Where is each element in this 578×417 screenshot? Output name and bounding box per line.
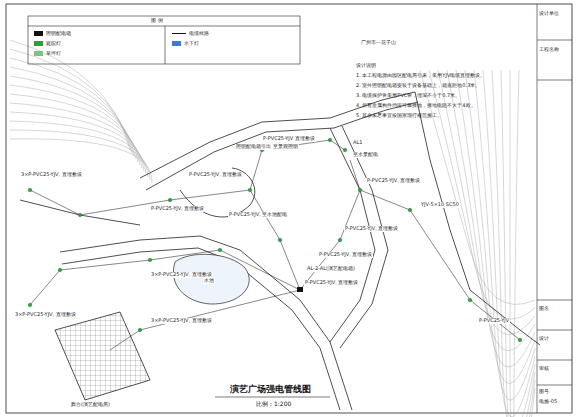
legend-text: 照明配电箱	[46, 30, 71, 36]
note-text: 3. 电缆保护管采用PVC管，埋深不小于0.7米。	[356, 92, 460, 98]
note-text: 电施-05	[539, 398, 557, 404]
plan-label: P-PVC25-YJV	[478, 318, 510, 324]
legend-item: 草坪灯	[34, 50, 61, 56]
distribution-box	[297, 287, 303, 292]
legend-item: 照明配电箱	[34, 30, 71, 36]
legend-line-sample	[172, 33, 186, 34]
note-text: 5. 其余未尽事宜按国家现行规范施工。	[356, 112, 442, 118]
note-text: 审核	[539, 365, 549, 371]
note-text: 图号	[539, 388, 549, 394]
legend-item: 庭院灯	[34, 40, 61, 46]
plan-label: 3×P-PVC25-YJV, 直埋敷设	[150, 318, 213, 324]
plan-label: 图 例	[150, 18, 164, 24]
plan-label: P-PVC25-YJV, 至水池配电	[228, 212, 288, 218]
contour-lines	[10, 40, 535, 417]
scale-note: 比例：1:200	[255, 400, 292, 409]
plan-label: YJV-5×10 SC50	[420, 202, 460, 208]
legend-text: 水下灯	[184, 40, 199, 46]
sheet-frame	[6, 4, 572, 413]
note-text: 设计	[539, 335, 549, 341]
plan-label: P-PVC25-YJV, 直埋敷设	[366, 178, 421, 184]
legend-item: 水下灯	[172, 40, 199, 46]
title-block	[215, 4, 572, 413]
note-text: 1. 本工程电源由园区配电房引来，采用YJV电缆直埋敷设。	[356, 72, 485, 78]
plan-label: 广州市一花子山	[360, 40, 397, 46]
legend-text: 庭院灯	[46, 40, 61, 46]
legend-text: 电缆线路	[189, 30, 209, 36]
plan-label: AL1	[352, 140, 363, 146]
plan-label: P-PVC25-YJV, 直埋敷设	[318, 252, 373, 258]
plan-label: P-PVC25-YJV, 直埋敷设	[344, 226, 399, 232]
pool-outline	[173, 254, 249, 304]
cable-routes	[30, 140, 520, 350]
plan-label: P-PVC25-YJV, 直埋敷设	[304, 280, 359, 286]
lamp-symbols	[28, 138, 522, 342]
plan-label: 舞台(演艺配电房)	[70, 402, 111, 408]
note-text: 2. 室外照明配电箱安装于设备基础上，箱底距地0.3米。	[356, 82, 480, 88]
stage-building	[55, 312, 150, 400]
note-text: 设计单位	[539, 10, 559, 16]
plan-label: AL-2-AL(演艺配电箱)	[306, 266, 356, 272]
legend-item: 电缆线路	[172, 30, 209, 36]
legend-swatch	[172, 41, 181, 46]
note-text: 设计说明	[356, 62, 376, 68]
plan-label: 至水景配电	[352, 152, 379, 158]
plan-label: 3×P-PVC25-YJV, 直埋敷设	[20, 172, 83, 178]
legend-text: 草坪灯	[46, 50, 61, 56]
plan-label: 照明配电箱引出 至景观照明	[235, 144, 299, 150]
walkways	[20, 92, 540, 410]
note-text: 工程名称	[539, 46, 559, 52]
plan-label: 3×P-PVC25-YJV, 直埋敷设	[14, 312, 77, 318]
legend-frame	[28, 16, 300, 64]
plan-label: 3×P-PVC25-YJV, 直埋敷设	[150, 272, 213, 278]
plan-label: P-PVC25-YJV, 直埋敷设	[188, 172, 243, 178]
drawing-title: 演艺广场强电管线图	[228, 383, 313, 396]
legend-swatch	[34, 41, 43, 46]
plan-label: P-PVC25-YJV, 直埋敷设	[150, 206, 205, 212]
legend-swatch	[34, 31, 43, 36]
plan-label: 水池	[203, 278, 215, 284]
legend-swatch	[34, 51, 43, 56]
plan-label: P-PVC25-YJV 直埋敷设	[262, 136, 316, 142]
note-text: 图名	[539, 305, 549, 311]
note-text: 4. 所有金属构件均应可靠接地，接地电阻不大于4欧。	[356, 102, 476, 108]
